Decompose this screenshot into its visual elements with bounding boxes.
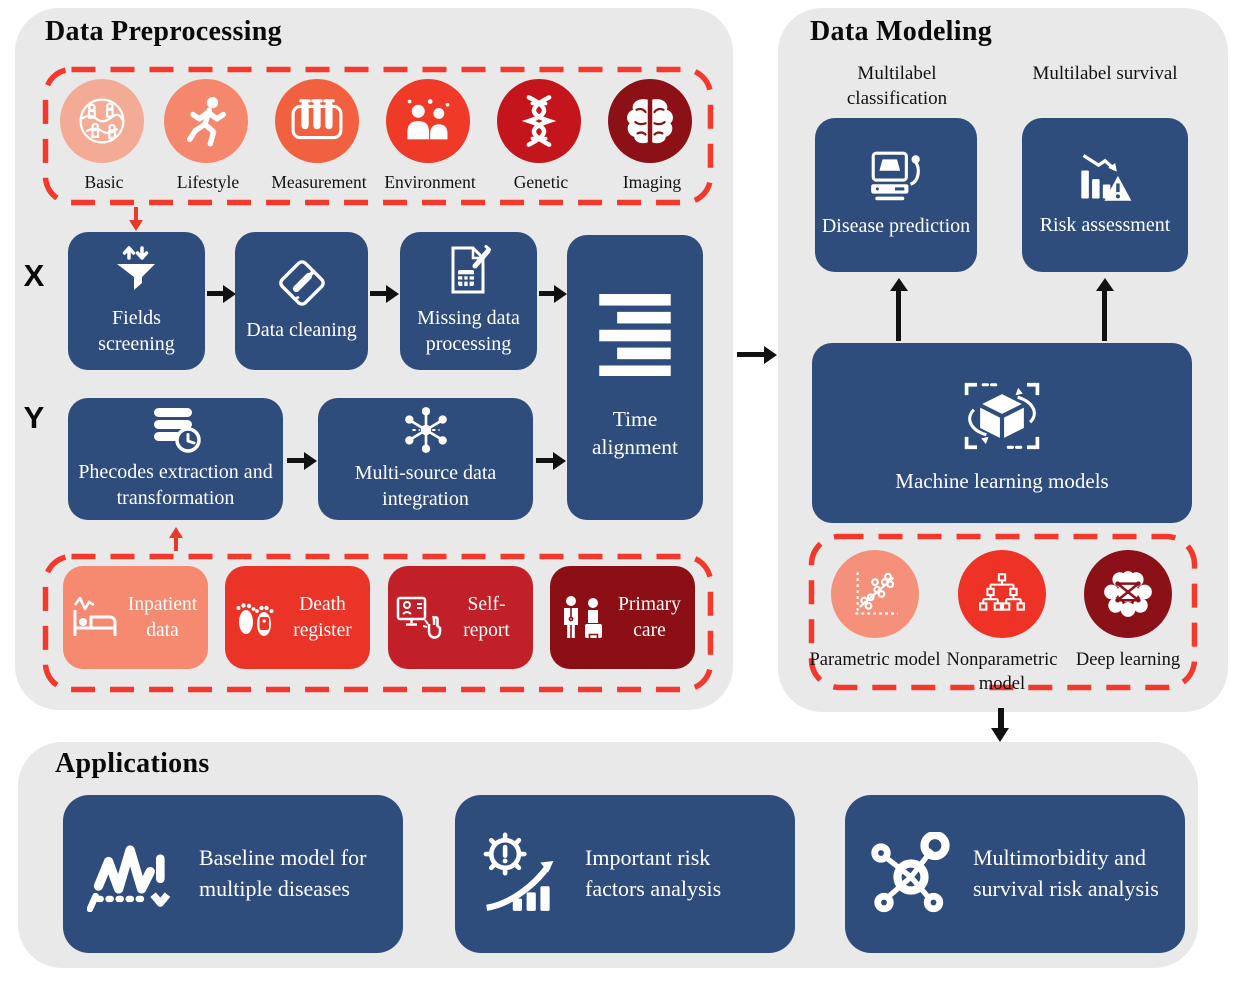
tree-diagram-icon bbox=[977, 572, 1027, 616]
record-card-label: Inpatient data bbox=[127, 594, 198, 641]
app-multimorbidity: Multimorbidity and survival risk analysi… bbox=[845, 795, 1185, 953]
step-label: Phecodes extraction and transformation bbox=[78, 461, 273, 509]
source-circle-environment bbox=[386, 79, 470, 163]
record-card-inpatient: Inpatient data bbox=[63, 566, 208, 669]
ml-cube-icon bbox=[952, 372, 1052, 460]
application-label: Important risk factors analysis bbox=[585, 845, 722, 901]
record-card-death-register: Death register bbox=[225, 566, 370, 669]
model-circle-deep-learning bbox=[1084, 550, 1172, 638]
step-missing-data-processing: Missing data processing bbox=[400, 232, 537, 370]
machine-learning-models-label: Machine learning models bbox=[895, 468, 1109, 493]
application-label: Baseline model for multiple diseases bbox=[199, 845, 367, 901]
red-flow-arrow-records-to-y bbox=[168, 527, 183, 551]
source-label-measurement: Measurement bbox=[271, 172, 367, 192]
flow-arrow bbox=[539, 284, 567, 303]
record-card-primary-care: Primary care bbox=[550, 566, 695, 669]
model-label-nonparametric: Nonparametric model bbox=[946, 650, 1058, 695]
flow-arrow bbox=[536, 451, 566, 470]
molecule-icon bbox=[869, 832, 953, 916]
flow-arrow-ml-to-disease-prediction bbox=[889, 278, 908, 341]
source-label-environment: Environment bbox=[384, 172, 476, 192]
task-disease-prediction: Disease prediction bbox=[815, 118, 977, 272]
source-label-imaging: Imaging bbox=[622, 172, 682, 192]
step-label: Fields screening bbox=[98, 307, 175, 355]
source-circle-measurement bbox=[275, 79, 359, 163]
test-tubes-icon bbox=[290, 98, 344, 144]
model-families-dashed-frame bbox=[808, 533, 1198, 691]
brain-icon bbox=[623, 96, 677, 146]
footprints-tag-icon bbox=[233, 595, 277, 641]
task-risk-assessment: Risk assessment bbox=[1022, 118, 1188, 272]
source-circle-lifestyle bbox=[164, 79, 248, 163]
database-clock-icon bbox=[150, 406, 202, 454]
people-environment-icon bbox=[402, 95, 454, 147]
flow-arrow-ml-to-risk-assessment bbox=[1095, 278, 1114, 341]
flow-arrow-preprocessing-to-modeling bbox=[737, 345, 777, 364]
record-card-label: Primary care bbox=[618, 594, 681, 641]
source-circle-imaging bbox=[608, 79, 692, 163]
scatter-plot-icon bbox=[849, 568, 901, 620]
application-label: Multimorbidity and survival risk analysi… bbox=[973, 845, 1159, 901]
step-phecodes-extraction: Phecodes extraction and transformation bbox=[68, 398, 283, 520]
step-label: Data cleaning bbox=[246, 319, 357, 342]
network-hub-icon bbox=[401, 405, 451, 455]
align-bars-icon bbox=[599, 293, 671, 376]
app-baseline-model: Baseline model for multiple diseases bbox=[63, 795, 403, 953]
step-multi-source-integration: Multi-source data integration bbox=[318, 398, 533, 520]
doctor-patient-icon bbox=[558, 594, 606, 642]
funnel-sort-icon bbox=[111, 244, 163, 296]
task-caption-survival: Multilabel survival bbox=[1032, 63, 1178, 84]
source-label-lifestyle: Lifestyle bbox=[176, 172, 240, 192]
document-edit-icon bbox=[445, 244, 493, 296]
step-label: Multi-source data integration bbox=[354, 462, 497, 510]
step-data-cleaning: Data cleaning bbox=[235, 232, 368, 370]
step-fields-screening: Fields screening bbox=[68, 232, 205, 370]
model-circle-nonparametric bbox=[958, 550, 1046, 638]
record-card-label: Death register bbox=[293, 594, 352, 641]
y-axis-label: Y bbox=[23, 400, 45, 435]
source-label-genetic: Genetic bbox=[513, 172, 569, 192]
monitor-hand-icon bbox=[396, 595, 442, 641]
globe-people-icon bbox=[75, 94, 129, 148]
source-circle-genetic bbox=[497, 79, 581, 163]
task-caption-classification: Multilabel classification bbox=[846, 63, 948, 109]
task-label: Disease prediction bbox=[821, 215, 971, 238]
x-axis-label: X bbox=[23, 258, 45, 293]
clean-square-icon bbox=[277, 258, 327, 308]
applications-title: Applications bbox=[55, 748, 210, 779]
model-label-deep-learning: Deep learning bbox=[1075, 650, 1181, 670]
dna-icon bbox=[516, 94, 562, 148]
modeling-title: Data Modeling bbox=[810, 16, 993, 47]
record-card-self-report: Self-report bbox=[388, 566, 533, 669]
gear-growth-icon bbox=[479, 831, 565, 917]
record-card-label: Self-report bbox=[463, 594, 510, 641]
flow-arrow bbox=[207, 284, 236, 303]
flow-arrow-modeling-to-applications bbox=[991, 708, 1009, 742]
hospital-bed-icon bbox=[71, 596, 119, 640]
source-label-basic: Basic bbox=[84, 172, 124, 192]
source-circle-basic bbox=[60, 79, 144, 163]
ultrasound-monitor-icon bbox=[867, 150, 925, 204]
model-label-parametric: Parametric model bbox=[809, 650, 941, 670]
risk-chart-warning-icon bbox=[1077, 151, 1133, 203]
task-label: Risk assessment bbox=[1039, 214, 1171, 237]
flow-arrow bbox=[287, 451, 317, 470]
runner-icon bbox=[180, 95, 232, 147]
machine-learning-models-box: Machine learning models bbox=[812, 343, 1192, 523]
step-label: Missing data processing bbox=[417, 307, 520, 355]
red-flow-arrow-sources-to-x bbox=[128, 207, 143, 231]
model-circle-parametric bbox=[831, 550, 919, 638]
flow-arrow bbox=[370, 284, 399, 303]
neural-brain-icon bbox=[1101, 569, 1155, 619]
waveform-icon bbox=[87, 837, 179, 912]
step-label: Time alignment bbox=[592, 406, 678, 459]
step-time-alignment: Time alignment bbox=[567, 235, 703, 520]
app-risk-factors: Important risk factors analysis bbox=[455, 795, 795, 953]
preprocessing-title: Data Preprocessing bbox=[45, 16, 282, 47]
